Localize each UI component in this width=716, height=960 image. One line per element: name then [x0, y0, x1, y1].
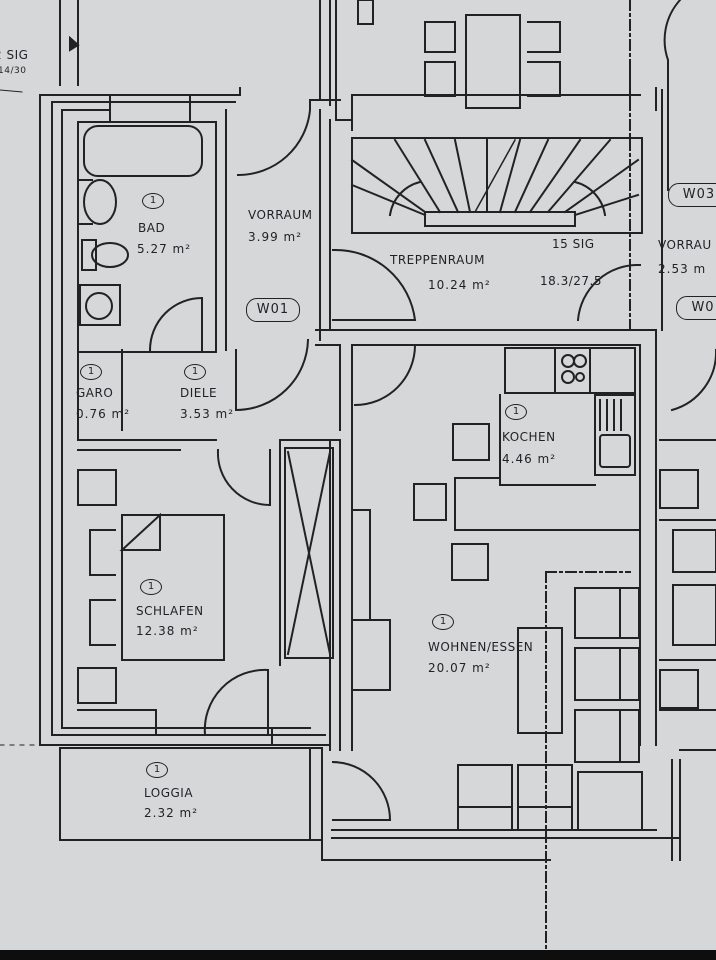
stair-ratio: 18.3/27.5: [540, 274, 602, 288]
treppen-door: [331, 248, 417, 321]
bath-door: [148, 296, 203, 352]
kitchen-counter-top: [504, 347, 636, 394]
room-area-kochen: 4.46 m²: [502, 452, 557, 466]
room-name-vorraum-2: VORRAU: [658, 238, 712, 252]
exterior-wall-inner2: [61, 109, 311, 729]
room-area-wohnen: 20.07 m²: [428, 661, 491, 675]
door-tag-w0: W0: [676, 296, 716, 320]
door-tag-w03: W03: [668, 183, 716, 207]
vorraum-door: [236, 99, 311, 177]
room-number-diele: 1: [184, 364, 206, 380]
exterior-wall: [39, 87, 331, 746]
room-name-schlafen: SCHLAFEN: [136, 604, 204, 618]
room-name-kochen: KOCHEN: [502, 430, 556, 444]
room-number-garo: 1: [80, 364, 102, 380]
loggia-door: [203, 668, 269, 737]
screen-bottom-edge: [0, 950, 716, 960]
bathtub: [83, 125, 203, 177]
coffee-table: [517, 627, 563, 734]
sink: [83, 179, 117, 225]
room-name-vorraum: VORRAUM: [248, 208, 313, 222]
room-name-loggia: LOGGIA: [144, 786, 194, 800]
sink-unit: [594, 394, 636, 476]
stair-count-top-left: 2 SIG: [0, 48, 29, 62]
vorraum2-door: [576, 263, 642, 322]
exterior-wall-inner: [51, 101, 326, 736]
shower-tray: [79, 284, 121, 326]
door-tag-w01: W01: [246, 298, 300, 322]
kitchen-door: [353, 344, 417, 407]
toilet: [91, 242, 129, 268]
wohnen-door: [331, 760, 392, 821]
room-number-bad: 1: [142, 193, 164, 209]
room-area-bad: 5.27 m²: [137, 242, 192, 256]
bed: [121, 514, 225, 661]
room-name-wohnen: WOHNEN/ESSEN: [428, 640, 534, 654]
stair-count: 15 SIG: [552, 237, 595, 251]
room-number-schlafen: 1: [140, 579, 162, 595]
sofa: [574, 587, 640, 763]
room-number-kochen: 1: [505, 404, 527, 420]
room-name-treppenraum: TREPPENRAUM: [390, 253, 485, 267]
room-area-vorraum-2: 2.53 m: [658, 262, 707, 276]
diele-door: [216, 448, 271, 507]
room-area-schlafen: 12.38 m²: [136, 624, 199, 638]
right-door: [670, 348, 716, 412]
room-number-wohnen: 1: [432, 614, 454, 630]
room-number-loggia: 1: [146, 762, 168, 778]
room-area-garo: 0.76 m²: [76, 407, 131, 421]
room-area-vorraum: 3.99 m²: [248, 230, 303, 244]
wardrobe: [284, 447, 334, 659]
room-area-diele: 3.53 m²: [180, 407, 235, 421]
room-name-garo: GARO: [76, 386, 114, 400]
room-area-treppenraum: 10.24 m²: [428, 278, 491, 292]
room-area-loggia: 2.32 m²: [144, 806, 199, 820]
stair-ratio-top-left: 14/30: [0, 66, 27, 76]
room-name-diele: DIELE: [180, 386, 218, 400]
stair-treads: [350, 138, 640, 217]
bathroom-wall: [77, 121, 217, 353]
room-name-bad: BAD: [138, 221, 166, 235]
table-top: [465, 14, 521, 109]
